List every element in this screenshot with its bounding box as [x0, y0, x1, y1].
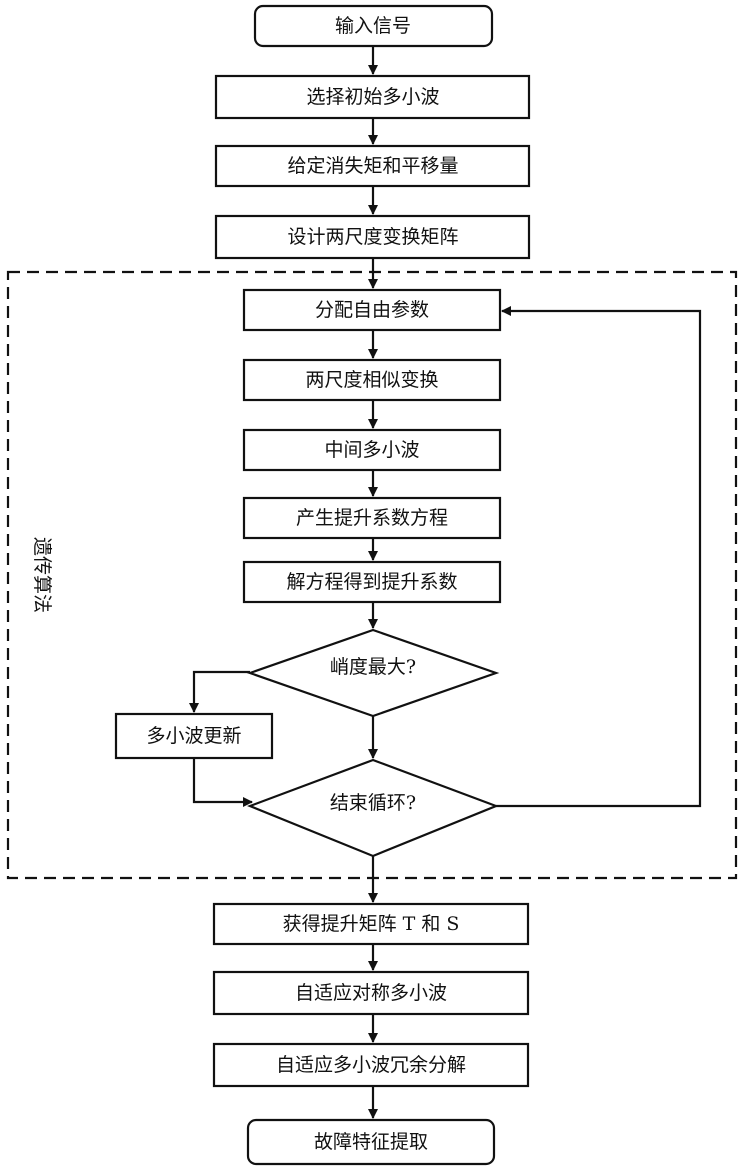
step-adaptive-symmetric: 自适应对称多小波 [214, 972, 528, 1014]
step-vanishing-moment: 给定消失矩和平移量 [216, 146, 529, 186]
step-similarity-transform-label: 两尺度相似变换 [305, 369, 438, 391]
step-select-initial-label: 选择初始多小波 [306, 86, 439, 108]
step-update-wavelet-label: 多小波更新 [146, 725, 241, 747]
decision-kurtosis-label: 峭度最大? [330, 656, 416, 678]
step-similarity-transform: 两尺度相似变换 [244, 360, 500, 400]
step-solve-equations-label: 解方程得到提升系数 [286, 571, 457, 593]
step-vanishing-moment-label: 给定消失矩和平移量 [287, 155, 458, 177]
step-solve-equations: 解方程得到提升系数 [244, 562, 500, 602]
step-generate-equations-label: 产生提升系数方程 [296, 507, 448, 529]
arrow-kurtosis-update [194, 672, 250, 712]
step-adaptive-symmetric-label: 自适应对称多小波 [295, 982, 447, 1004]
step-fault-extraction: 故障特征提取 [248, 1120, 494, 1164]
decision-end-loop: 结束循环? [250, 760, 496, 856]
step-fault-extraction-label: 故障特征提取 [314, 1131, 428, 1153]
step-input: 输入信号 [255, 6, 492, 46]
step-redundant-decomposition: 自适应多小波冗余分解 [214, 1044, 528, 1086]
decision-kurtosis: 峭度最大? [250, 630, 496, 716]
step-intermediate: 中间多小波 [244, 430, 500, 470]
genetic-algorithm-label: 遗传算法 [31, 537, 53, 613]
arrow-loop-back [496, 311, 700, 806]
step-assign-params-label: 分配自由参数 [315, 299, 429, 321]
step-assign-params: 分配自由参数 [244, 290, 500, 330]
arrow-update-endloop [194, 758, 252, 802]
step-redundant-decomposition-label: 自适应多小波冗余分解 [276, 1054, 466, 1076]
step-two-scale-matrix: 设计两尺度变换矩阵 [216, 216, 529, 258]
step-two-scale-matrix-label: 设计两尺度变换矩阵 [287, 226, 458, 248]
step-select-initial: 选择初始多小波 [216, 76, 529, 118]
step-generate-equations: 产生提升系数方程 [244, 498, 500, 538]
decision-end-loop-label: 结束循环? [330, 792, 416, 814]
step-input-label: 输入信号 [335, 15, 411, 37]
step-intermediate-label: 中间多小波 [324, 439, 419, 461]
step-lifting-matrix: 获得提升矩阵 T 和 S [214, 904, 528, 944]
step-lifting-matrix-label: 获得提升矩阵 T 和 S [283, 913, 460, 935]
step-update-wavelet: 多小波更新 [116, 714, 272, 758]
